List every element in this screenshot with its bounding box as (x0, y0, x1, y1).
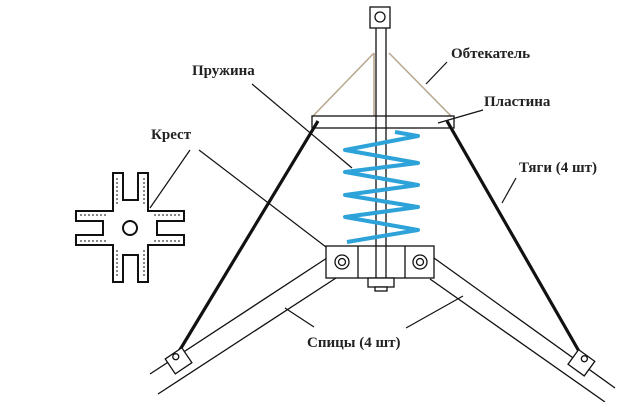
label-cross: Крест (151, 127, 192, 143)
clamp-left (164, 346, 193, 375)
tie-rod-right (445, 120, 586, 361)
label-plate: Пластина (484, 94, 551, 110)
clamp-right (567, 348, 596, 377)
tie-rod-left (173, 120, 320, 359)
spring (343, 130, 420, 244)
label-fairing: Обтекатель (451, 46, 531, 62)
cross-part (75, 172, 185, 283)
fairing (312, 52, 452, 117)
label-rods: Тяги (4 шт) (519, 160, 598, 176)
spoke-right (429, 257, 616, 402)
plate (311, 115, 455, 129)
bottom-block (325, 245, 435, 292)
label-spring: Пружина (192, 63, 255, 79)
label-spokes: Спицы (4 шт) (307, 335, 401, 351)
spoke-left (149, 255, 337, 395)
leader-lines (149, 61, 517, 329)
